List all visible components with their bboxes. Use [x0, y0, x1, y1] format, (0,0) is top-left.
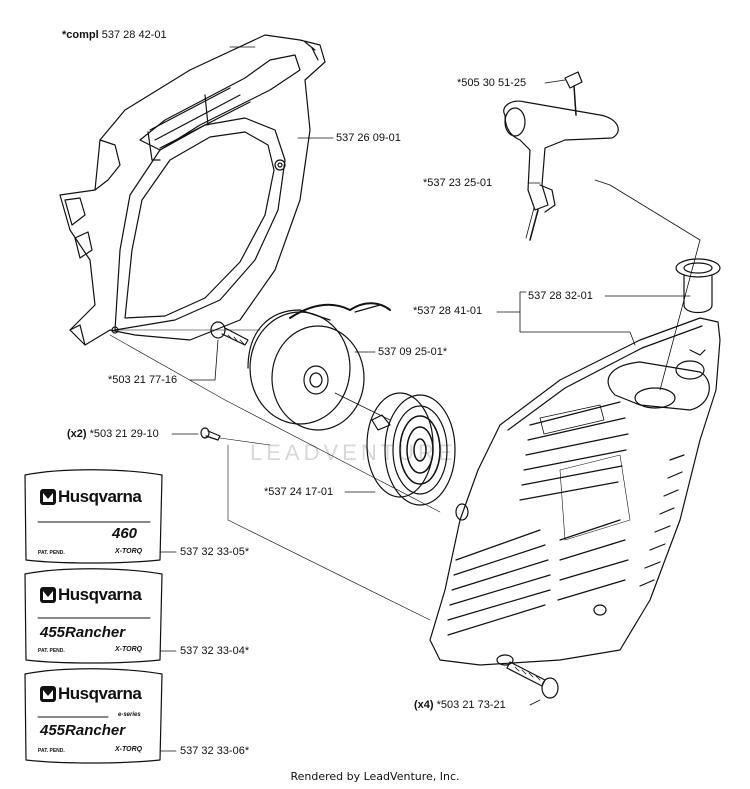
small-screw-qty: (x2) [67, 428, 87, 440]
cover-screw-number: *503 21 73-21 [436, 699, 506, 711]
part-label-decal-455e: 537 32 33-06* [180, 745, 250, 757]
compl-prefix: *compl [62, 29, 99, 41]
pulley-screw [210, 321, 249, 346]
part-label-pulley-screw: *503 21 77-16 [108, 374, 178, 386]
decal-model: 455Rancher [40, 722, 126, 739]
part-label-handle: *537 23 25-01 [423, 177, 493, 189]
decal-pat: PAT. PEND. [38, 550, 65, 556]
part-label-pulley: 537 09 25-01* [378, 346, 448, 358]
small-screw [200, 427, 221, 441]
decal-460 [24, 469, 163, 564]
part-label-cover-screw: (x4) *503 21 73-21 [414, 699, 506, 711]
decal-pat: PAT. PEND. [38, 748, 65, 754]
part-label-housing: 537 26 09-01 [336, 132, 401, 144]
start-handle [503, 71, 619, 241]
decal-series: e-series [118, 712, 141, 718]
decal-xtorq: X-TORQ [115, 548, 143, 555]
part-label-cover: *537 28 41-01 [413, 305, 483, 317]
compl-number: 537 28 42-01 [101, 29, 167, 41]
decal-xtorq: X-TORQ [115, 646, 143, 653]
decal-brand: Husqvarna [58, 684, 142, 703]
recoil-spring [366, 392, 456, 506]
decal-455 [24, 568, 163, 664]
part-label-small-screw: (x2) *503 21 29-10 [67, 428, 159, 440]
footer-credit: Rendered by LeadVenture, Inc. [290, 770, 460, 783]
cover-screw [506, 661, 559, 699]
small-screw-number: *503 21 29-10 [89, 428, 159, 440]
starter-cover [429, 317, 721, 666]
decal-455e [24, 668, 163, 764]
decal-model: 455Rancher [40, 624, 126, 641]
decal-xtorq: X-TORQ [115, 746, 143, 753]
compl-label: *compl 537 28 42-01 [62, 29, 167, 41]
part-label-handle-screw: *505 30 51-25 [457, 77, 527, 89]
rope-guide [675, 258, 721, 314]
decal-pat: PAT. PEND. [38, 648, 65, 654]
part-label-guide: 537 28 32-01 [528, 290, 593, 302]
fan-housing [59, 34, 326, 346]
decal-model: 460 [112, 525, 138, 542]
part-label-spring: *537 24 17-01 [264, 486, 334, 498]
starter-pulley [247, 302, 391, 431]
part-label-decal-460: 537 32 33-05* [180, 546, 250, 558]
cover-screw-qty: (x4) [414, 699, 434, 711]
decal-brand: Husqvarna [58, 585, 142, 604]
part-label-decal-455: 537 32 33-04* [180, 645, 250, 657]
decal-brand: Husqvarna [58, 487, 142, 506]
